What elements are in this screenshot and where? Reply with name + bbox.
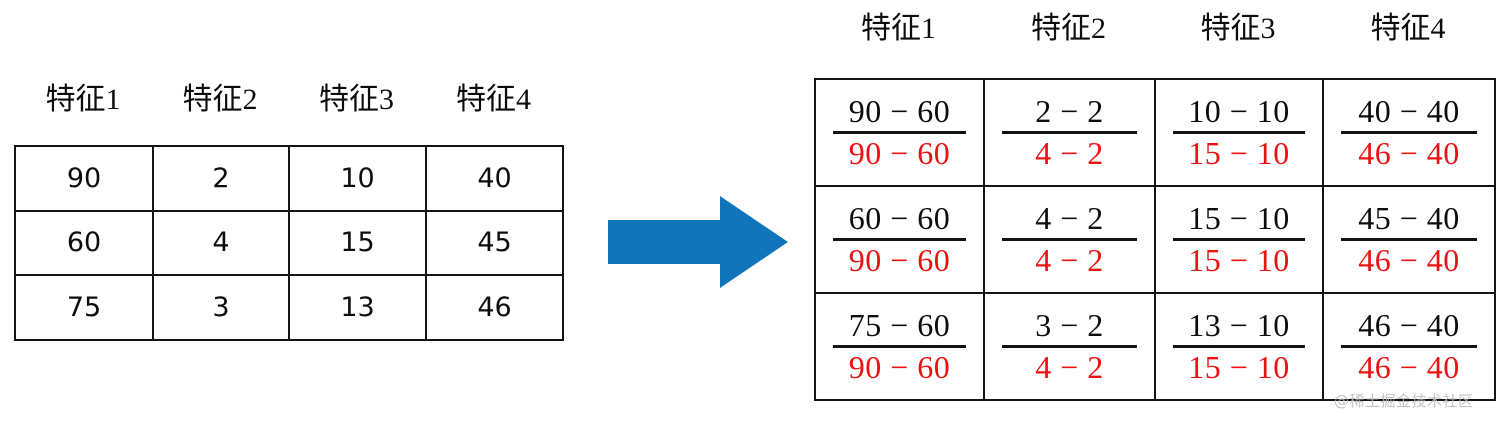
left-header-feature-1: 特征1 — [45, 83, 121, 116]
fraction-numerator: 90 − 60 — [848, 92, 951, 129]
fraction-bar — [1172, 237, 1306, 241]
table-cell: 10 — [288, 145, 427, 212]
right-header-feature-3: 特征3 — [1200, 12, 1276, 45]
table-row: 60 − 60 90 − 60 4 − 2 4 − 2 15 − 10 — [814, 185, 1496, 294]
fraction-numerator: 2 − 2 — [1035, 92, 1104, 129]
fraction: 13 − 10 15 − 10 — [1162, 308, 1316, 385]
fraction-bar — [1172, 344, 1306, 348]
table-cell: 10 − 10 15 − 10 — [1154, 78, 1324, 187]
fraction-bar — [832, 130, 967, 134]
table-cell: 4 − 2 4 − 2 — [983, 185, 1156, 294]
table-cell: 3 − 2 4 − 2 — [983, 292, 1156, 401]
fraction-denominator: 46 − 40 — [1358, 134, 1460, 171]
fraction: 75 − 60 90 − 60 — [822, 308, 977, 385]
fraction-denominator: 4 − 2 — [1035, 348, 1104, 385]
fraction: 3 − 2 4 − 2 — [991, 308, 1148, 385]
table-row: 60 4 15 45 — [14, 209, 564, 277]
fraction-numerator: 15 − 10 — [1188, 199, 1290, 236]
raw-values-table: 90 2 10 40 60 4 15 45 75 3 13 46 — [14, 145, 564, 341]
fraction-bar — [832, 344, 967, 348]
fraction: 90 − 60 90 − 60 — [822, 94, 977, 171]
table-cell: 90 — [14, 145, 154, 212]
right-arrow-icon — [608, 196, 788, 288]
table-row: 75 − 60 90 − 60 3 − 2 4 − 2 13 − 10 — [814, 292, 1496, 401]
fraction-denominator: 15 − 10 — [1188, 348, 1290, 385]
fraction-denominator: 4 − 2 — [1035, 241, 1104, 278]
fraction: 15 − 10 15 − 10 — [1162, 201, 1316, 278]
fraction-bar — [1341, 130, 1477, 134]
fraction-bar — [1001, 344, 1137, 348]
fraction-denominator: 90 − 60 — [848, 134, 951, 171]
table-cell: 2 − 2 4 − 2 — [983, 78, 1156, 187]
table-cell: 45 − 40 46 − 40 — [1322, 185, 1496, 294]
fraction-bar — [1001, 130, 1137, 134]
table-cell: 90 − 60 90 − 60 — [814, 78, 985, 187]
table-cell: 75 — [14, 274, 154, 341]
right-table-body: 90 − 60 90 − 60 2 − 2 4 − 2 10 − 10 — [814, 78, 1496, 401]
fraction-bar — [832, 237, 967, 241]
fraction: 60 − 60 90 − 60 — [822, 201, 977, 278]
fraction-numerator: 60 − 60 — [848, 199, 951, 236]
fraction-denominator: 46 − 40 — [1358, 348, 1460, 385]
fraction-denominator: 4 − 2 — [1035, 134, 1104, 171]
right-table-container: 90 − 60 90 − 60 2 − 2 4 − 2 10 − 10 — [814, 78, 1496, 401]
fraction: 40 − 40 46 − 40 — [1330, 94, 1488, 171]
table-cell: 3 — [152, 274, 290, 341]
fraction: 4 − 2 4 − 2 — [991, 201, 1148, 278]
table-cell: 60 − 60 90 − 60 — [814, 185, 985, 294]
table-cell: 4 — [152, 209, 290, 277]
fraction-denominator: 90 − 60 — [848, 348, 951, 385]
fraction-bar — [1172, 130, 1306, 134]
right-header-feature-2: 特征2 — [1031, 12, 1106, 45]
left-header-feature-2: 特征2 — [182, 83, 258, 116]
fraction-numerator: 46 − 40 — [1358, 306, 1460, 343]
fraction-numerator: 75 − 60 — [848, 306, 951, 343]
left-header-feature-4: 特征4 — [456, 83, 531, 116]
table-cell: 45 — [425, 209, 564, 277]
table-cell: 40 — [425, 145, 564, 212]
fraction-denominator: 46 − 40 — [1358, 241, 1460, 278]
table-row: 90 − 60 90 − 60 2 − 2 4 − 2 10 − 10 — [814, 78, 1496, 187]
table-cell: 75 − 60 90 − 60 — [814, 292, 985, 401]
fraction-bar — [1001, 237, 1137, 241]
fraction: 45 − 40 46 − 40 — [1330, 201, 1488, 278]
table-cell: 13 — [288, 274, 427, 341]
fraction-bar — [1341, 344, 1477, 348]
table-row: 75 3 13 46 — [14, 274, 564, 341]
table-cell: 46 − 40 46 − 40 — [1322, 292, 1496, 401]
right-header-feature-4: 特征4 — [1370, 12, 1446, 45]
table-row: 90 2 10 40 — [14, 145, 564, 212]
watermark: @稀土掘金技术社区 — [1334, 392, 1474, 410]
table-cell: 15 — [288, 209, 427, 277]
fraction-numerator: 4 − 2 — [1035, 199, 1104, 236]
fraction: 10 − 10 15 − 10 — [1162, 94, 1316, 171]
fraction-denominator: 90 − 60 — [848, 241, 951, 278]
table-cell: 15 − 10 15 − 10 — [1154, 185, 1324, 294]
fraction: 46 − 40 46 − 40 — [1330, 308, 1488, 385]
right-header-feature-1: 特征1 — [861, 12, 936, 45]
left-table-container: 90 2 10 40 60 4 15 45 75 3 13 46 — [14, 145, 564, 341]
table-cell: 40 − 40 46 − 40 — [1322, 78, 1496, 187]
fraction-denominator: 15 − 10 — [1188, 241, 1290, 278]
left-header-feature-3: 特征3 — [319, 83, 394, 116]
fraction-numerator: 3 − 2 — [1035, 306, 1104, 343]
fraction-numerator: 40 − 40 — [1358, 92, 1460, 129]
fraction-bar — [1341, 237, 1477, 241]
fraction: 2 − 2 4 − 2 — [991, 94, 1148, 171]
table-cell: 46 — [425, 274, 564, 341]
left-table-body: 90 2 10 40 60 4 15 45 75 3 13 46 — [14, 145, 564, 341]
fraction-denominator: 15 − 10 — [1188, 134, 1290, 171]
fraction-numerator: 10 − 10 — [1188, 92, 1290, 129]
table-cell: 2 — [152, 145, 290, 212]
table-cell: 13 − 10 15 − 10 — [1154, 292, 1324, 401]
fraction-numerator: 13 − 10 — [1188, 306, 1290, 343]
table-cell: 60 — [14, 209, 154, 277]
fraction-numerator: 45 − 40 — [1358, 199, 1460, 236]
normalization-fraction-table: 90 − 60 90 − 60 2 − 2 4 − 2 10 − 10 — [814, 78, 1496, 401]
